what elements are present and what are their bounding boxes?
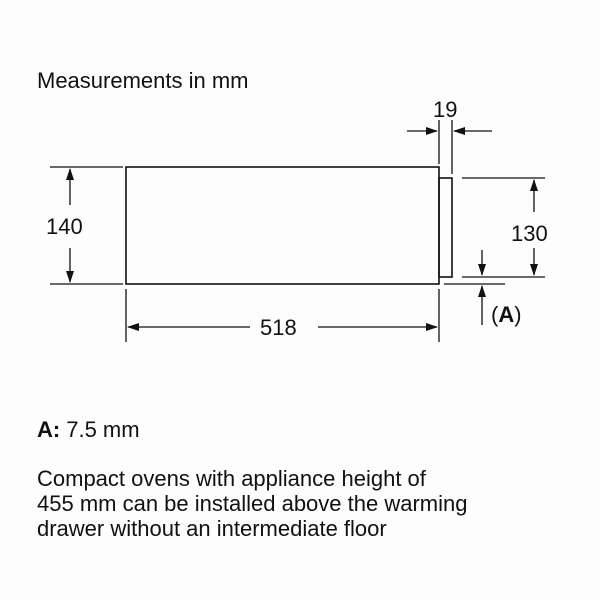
installation-note-line: 455 mm can be installed above the warmin… bbox=[37, 491, 468, 516]
appliance-body bbox=[125, 166, 440, 285]
height-140-dimension bbox=[50, 166, 123, 285]
height-140-label: 140 bbox=[46, 214, 83, 239]
front-panel-19-dimension bbox=[407, 120, 492, 174]
note-a-key: A: bbox=[37, 417, 61, 442]
installation-note: Compact ovens with appliance height of 4… bbox=[37, 466, 577, 541]
height-130-label: 130 bbox=[511, 221, 548, 246]
diagram-title: Measurements in mm bbox=[37, 68, 249, 93]
installation-note-line: drawer without an intermediate floor bbox=[37, 516, 387, 541]
width-518-dimension bbox=[125, 289, 440, 342]
front-panel bbox=[438, 177, 453, 278]
height-130-dimension bbox=[462, 177, 545, 278]
gap-a-label: (A) bbox=[491, 302, 522, 327]
installation-note-line: Compact ovens with appliance height of bbox=[37, 466, 426, 491]
note-a-value: 7.5 mm bbox=[66, 417, 140, 442]
front-panel-19-label: 19 bbox=[433, 97, 457, 122]
note-a: A:7.5 mm bbox=[37, 415, 140, 445]
width-518-label: 518 bbox=[260, 315, 297, 340]
gap-a-dimension bbox=[444, 250, 505, 325]
